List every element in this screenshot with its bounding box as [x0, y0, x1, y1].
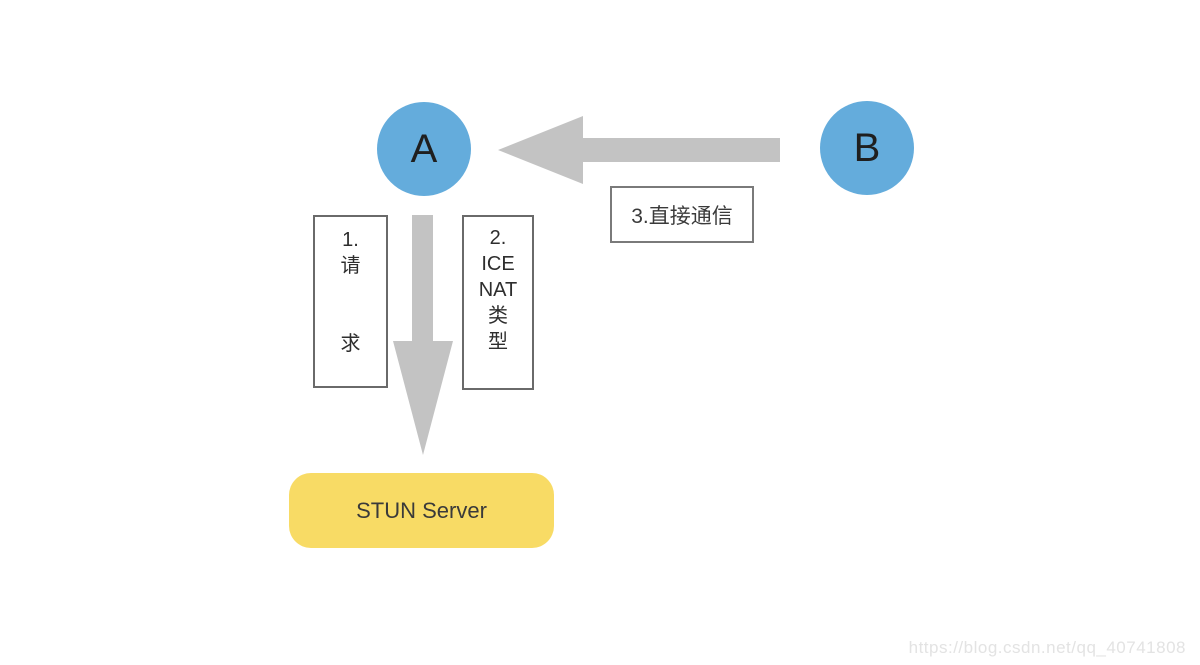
- step2-line: 型: [488, 331, 508, 353]
- step2-line: ICE: [481, 253, 515, 275]
- node-a-circle: A: [377, 102, 471, 196]
- arrow-down-icon: [393, 215, 453, 455]
- step1-request-box: 1. 请 求: [313, 215, 388, 388]
- node-a-label: A: [410, 126, 438, 171]
- step3-label-text: 3.直接通信: [631, 204, 733, 228]
- stun-server-box: STUN Server: [289, 473, 554, 548]
- step1-line: 请: [340, 255, 361, 277]
- step2-line: NAT: [478, 279, 518, 301]
- stun-server-label: STUN Server: [356, 497, 487, 523]
- step1-line: 1.: [342, 229, 359, 251]
- step3-direct-communication-label: 3.直接通信: [610, 186, 754, 243]
- node-b-label: B: [853, 125, 881, 170]
- step2-line: 类: [488, 305, 508, 327]
- node-b-circle: B: [820, 101, 914, 195]
- step2-ice-nat-type-box: 2. ICE NAT 类 型: [462, 215, 534, 390]
- step2-line: 2.: [489, 227, 507, 249]
- arrow-left-icon: [498, 116, 780, 184]
- watermark: https://blog.csdn.net/qq_40741808: [908, 638, 1186, 657]
- step1-line: 求: [340, 333, 361, 355]
